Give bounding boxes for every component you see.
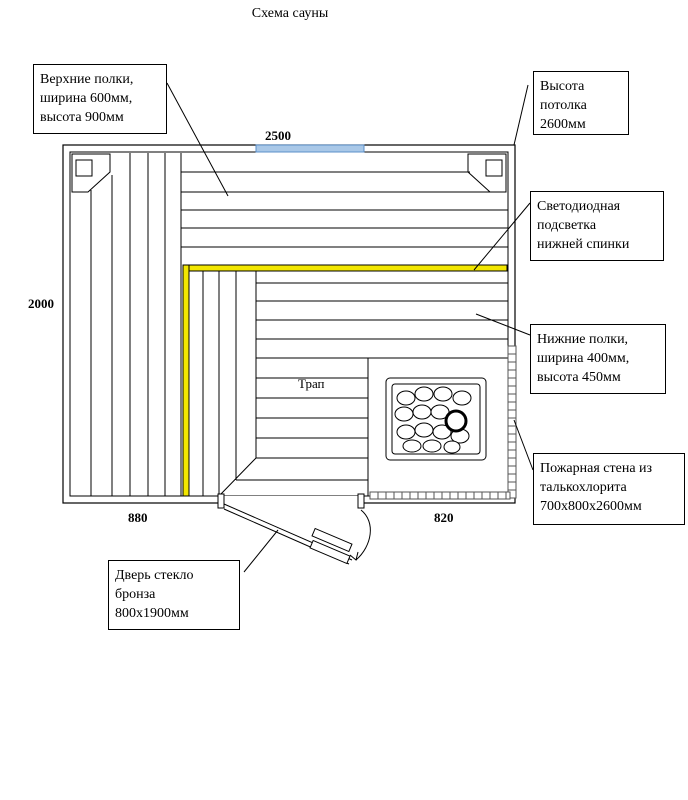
callout-ceiling-height: Высота потолка 2600мм xyxy=(533,71,629,135)
corner-lamp-right xyxy=(467,153,507,193)
lower-bench-vertical xyxy=(202,271,257,496)
window xyxy=(255,144,365,153)
drain-label: Трап xyxy=(298,376,325,391)
callout-lower-shelves: Нижние полки, ширина 400мм, высота 450мм xyxy=(530,324,666,394)
floor-slats xyxy=(218,357,368,497)
left-upper-bench xyxy=(90,153,182,496)
lower-bench-horizontal xyxy=(256,282,508,340)
callout-leaders xyxy=(166,82,534,573)
callout-upper-shelves: Верхние полки, ширина 600мм, высота 900м… xyxy=(33,64,167,134)
callout-door: Дверь стекло бронза 800х1900мм xyxy=(108,560,240,630)
top-upper-bench xyxy=(181,171,508,248)
fire-wall-bricks xyxy=(369,345,517,500)
dimension-left: 880 xyxy=(128,510,148,525)
led-strip-vertical xyxy=(182,264,190,497)
dimension-height: 2000 xyxy=(28,296,54,311)
door-jamb-right xyxy=(357,493,365,509)
callout-fire-wall: Пожарная стена из талькохлорита 700х800х… xyxy=(533,453,685,525)
callout-led-lighting: Светодиодная подсветка нижней спинки xyxy=(530,191,664,261)
corner-lamp-left xyxy=(71,153,111,193)
stove-chimney xyxy=(444,409,468,433)
dimension-right: 820 xyxy=(434,510,454,525)
door-leaf xyxy=(223,503,371,565)
door-jamb-left xyxy=(217,493,225,509)
dimension-width: 2500 xyxy=(265,128,291,143)
led-strip-horizontal xyxy=(182,264,508,272)
diagram-title: Схема сауны xyxy=(251,6,329,21)
stove-stones xyxy=(394,386,472,454)
